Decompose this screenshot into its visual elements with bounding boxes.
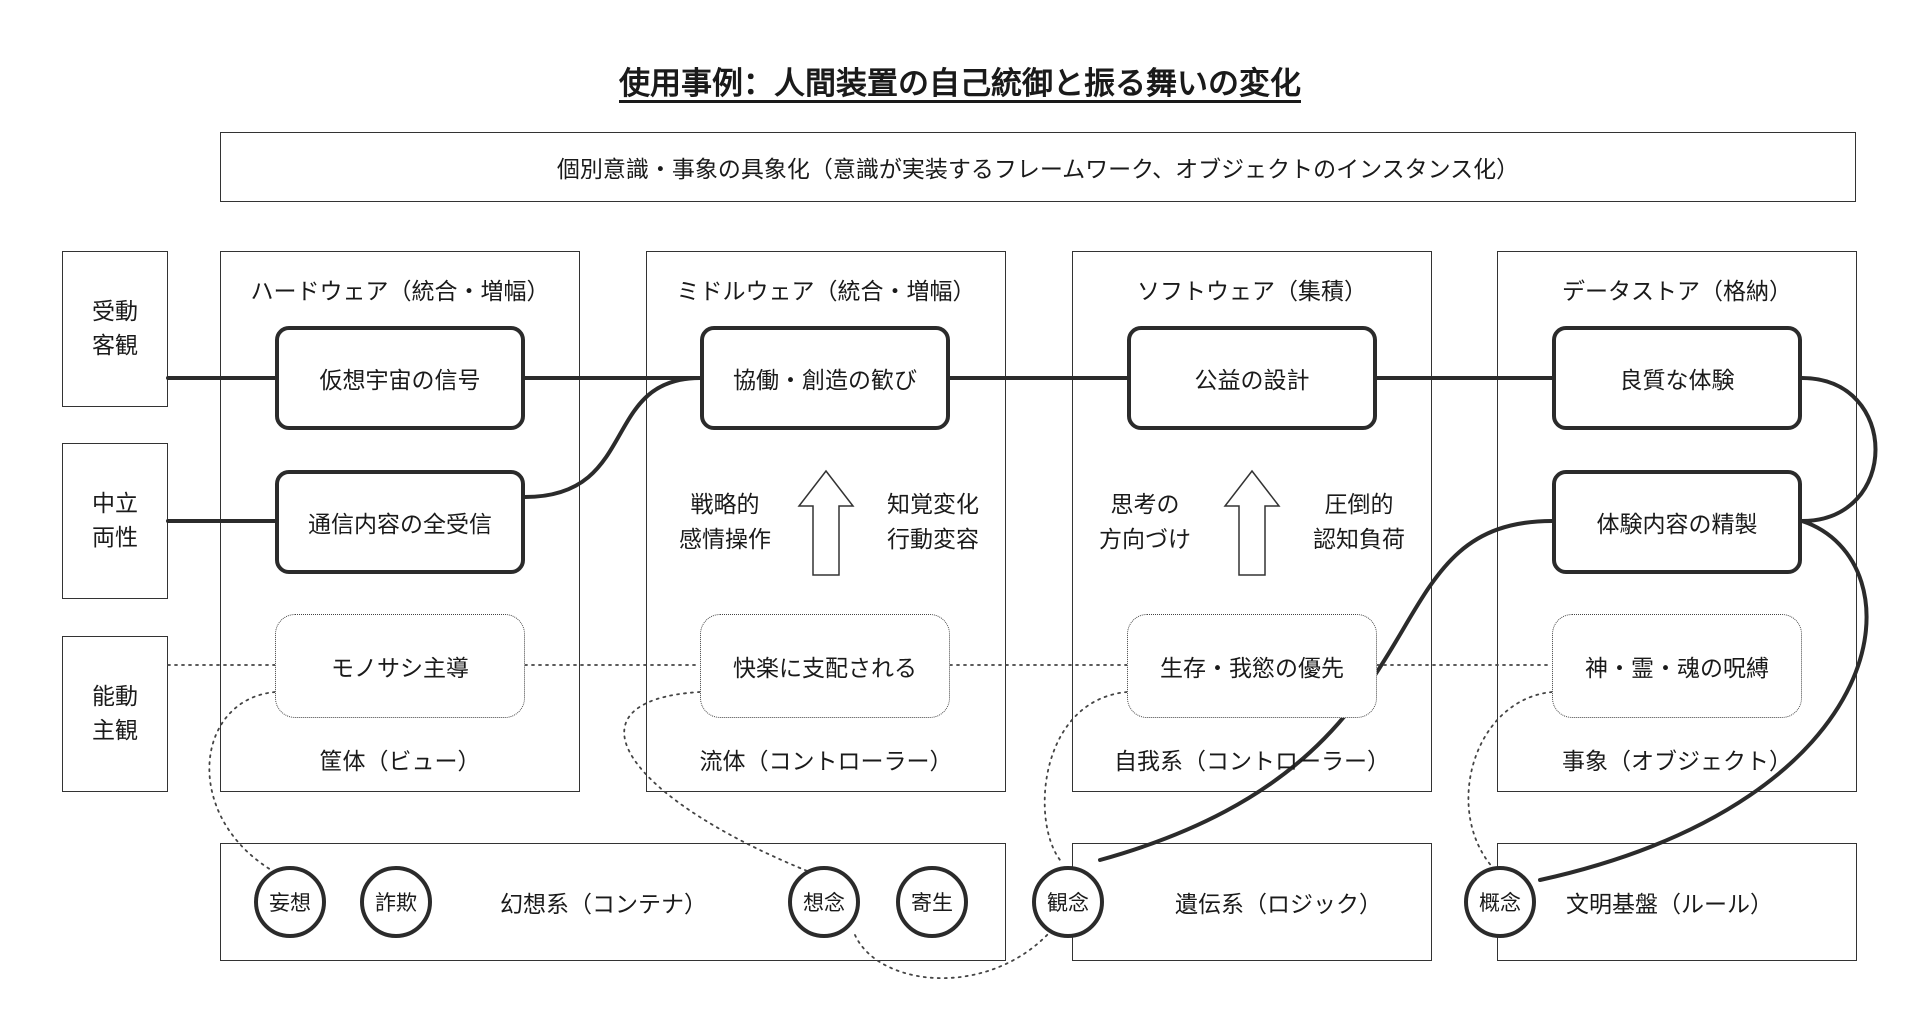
heredity-title: 遺伝系（ロジック） <box>1175 892 1382 918</box>
wire-refine-to-concept <box>1538 519 1869 882</box>
page-title: 使用事例：人間装置の自己統御と振る舞いの変化 <box>619 66 1301 102</box>
label-thought-direction: 思考の 方向づけ <box>1099 492 1191 553</box>
column-software <box>1072 251 1432 792</box>
label-cognitive-load: 圧倒的 認知負荷 <box>1313 492 1405 553</box>
column-footer-datastore: 事象（オブジェクト） <box>1562 749 1792 775</box>
node-quality-experience: 良質な体験 <box>1552 326 1802 430</box>
wire-receive-to-joy <box>523 376 702 499</box>
container-civilization <box>1497 843 1857 961</box>
wire-experience-to-refine <box>1800 376 1878 523</box>
illusion-title: 幻想系（コンテナ） <box>500 892 707 918</box>
up-arrow-icon <box>1223 469 1281 576</box>
up-arrow-icon <box>797 469 855 576</box>
container-heredity <box>1072 843 1432 961</box>
civilization-title: 文明基盤（ルール） <box>1566 892 1773 918</box>
node-public-design: 公益の設計 <box>1127 326 1377 430</box>
circle-concept: 概念 <box>1464 866 1536 938</box>
column-title-middleware: ミドルウェア（統合・増幅） <box>676 279 976 305</box>
node-spirit-curse: 神・霊・魂の呪縛 <box>1552 614 1802 718</box>
column-title-hardware: ハードウェア（統合・増幅） <box>250 279 550 305</box>
node-pleasure-ruled: 快楽に支配される <box>700 614 950 718</box>
node-full-reception: 通信内容の全受信 <box>275 470 525 574</box>
column-footer-middleware: 流体（コントローラー） <box>699 749 953 775</box>
column-footer-hardware: 筐体（ビュー） <box>319 749 481 775</box>
column-datastore <box>1497 251 1857 792</box>
circle-thought: 想念 <box>788 866 860 938</box>
side-label-passive: 受動 客観 <box>62 251 168 407</box>
node-measure-led: モノサシ主導 <box>275 614 525 718</box>
circle-fraud: 詐欺 <box>360 866 432 938</box>
column-footer-software: 自我系（コントローラー） <box>1114 749 1390 775</box>
label-strategic-emotion: 戦略的 感情操作 <box>679 492 771 553</box>
circle-delusion: 妄想 <box>254 866 326 938</box>
column-middleware <box>646 251 1006 792</box>
circle-parasite: 寄生 <box>896 866 968 938</box>
label-perception-change: 知覚変化 行動変容 <box>887 492 979 553</box>
node-survival-priority: 生存・我慾の優先 <box>1127 614 1377 718</box>
node-virtual-universe-signal: 仮想宇宙の信号 <box>275 326 525 430</box>
container-illusion <box>220 843 1006 961</box>
column-title-datastore: データストア（格納） <box>1562 279 1792 305</box>
wire-refine-to-idea <box>1098 519 1554 862</box>
side-label-active: 能動 主観 <box>62 636 168 792</box>
node-collaboration-joy: 協働・創造の歓び <box>700 326 950 430</box>
circle-idea: 観念 <box>1032 866 1104 938</box>
column-title-software: ソフトウェア（集積） <box>1137 279 1367 305</box>
node-experience-refinement: 体験内容の精製 <box>1552 470 1802 574</box>
top-banner: 個別意識・事象の具象化（意識が実装するフレームワーク、オブジェクトのインスタンス… <box>220 132 1856 202</box>
side-label-neutral: 中立 両性 <box>62 443 168 599</box>
